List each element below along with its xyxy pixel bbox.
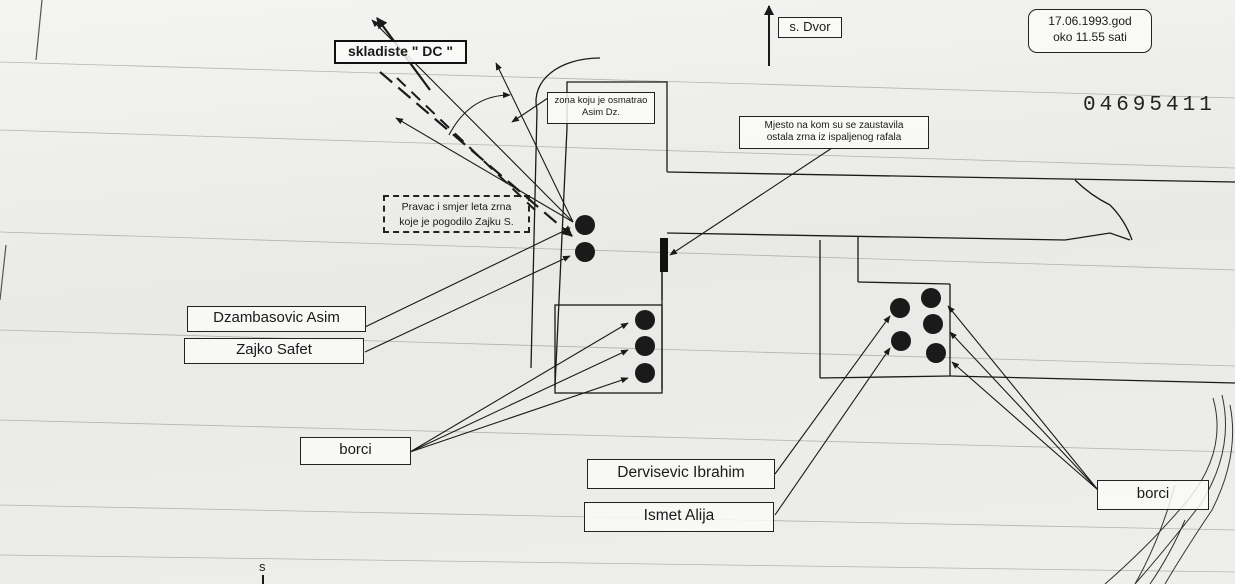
- position-fighter-3: [635, 363, 655, 383]
- observation-zone-line-1: zona koju je osmatrao: [554, 95, 648, 106]
- position-zajko-safet: [575, 242, 595, 262]
- label-ismet-alija: Ismet Alija: [584, 502, 774, 532]
- position-fighter-r2: [923, 314, 943, 334]
- position-fighter-r3: [926, 343, 946, 363]
- north-label: s. Dvor: [778, 17, 842, 38]
- bullet-stop-mark: [660, 238, 668, 272]
- bullet-trajectory-2: [396, 77, 536, 211]
- bottom-mark: s: [259, 559, 266, 574]
- label-arrows: [364, 227, 1099, 516]
- bullet-path-line-2: koje je pogodilo Zajku S.: [399, 216, 514, 228]
- bullet-stop-line-1: Mjesto na kom su se zaustavila: [764, 120, 904, 131]
- label-zajko-safet: Zajko Safet: [184, 338, 364, 364]
- date-time-box: 17.06.1993.god oko 11.55 sati: [1028, 9, 1152, 53]
- page-left-edge-lower: [0, 244, 7, 301]
- positions-asim-safet: [575, 215, 595, 262]
- ruled-lines: [0, 61, 1235, 573]
- position-ismet-alija: [891, 331, 911, 351]
- building-right: [666, 179, 1235, 384]
- bullet-path-line-1: Pravac i smjer leta zrna: [401, 201, 512, 213]
- document-number: 04695411: [1083, 94, 1216, 117]
- warehouse-label: skladiste " DC ": [334, 40, 467, 64]
- position-fighter-r1: [921, 288, 941, 308]
- position-dervisevic-ibrahim: [890, 298, 910, 318]
- building-main: [530, 57, 1235, 394]
- date-line: 17.06.1993.god: [1048, 14, 1132, 28]
- observation-zone-line-2: Asim Dz.: [582, 107, 620, 118]
- positions-right-group: [890, 288, 946, 363]
- bullet-stop-line-2: ostala zrna iz ispaljenog rafala: [766, 132, 902, 143]
- position-dzambasovic-asim: [575, 215, 595, 235]
- page-left-edge: [35, 0, 43, 61]
- position-fighter-2: [635, 336, 655, 356]
- time-line: oko 11.55 sati: [1053, 30, 1127, 44]
- observation-zone-label: zona koju je osmatrao Asim Dz.: [547, 92, 655, 124]
- label-dzambasovic-asim: Dzambasovic Asim: [187, 306, 366, 332]
- label-fighters-left: borci: [300, 437, 411, 465]
- position-fighter-1: [635, 310, 655, 330]
- bullet-stop-arrow: [669, 147, 833, 256]
- label-fighters-right: borci: [1097, 480, 1209, 510]
- bullet-path-label: Pravac i smjer leta zrna koje je pogodil…: [383, 195, 530, 233]
- label-dervisevic-ibrahim: Dervisevic Ibrahim: [587, 459, 775, 489]
- bullet-stop-label: Mjesto na kom su se zaustavila ostala zr…: [739, 116, 929, 149]
- positions-fighters-left: [635, 310, 655, 383]
